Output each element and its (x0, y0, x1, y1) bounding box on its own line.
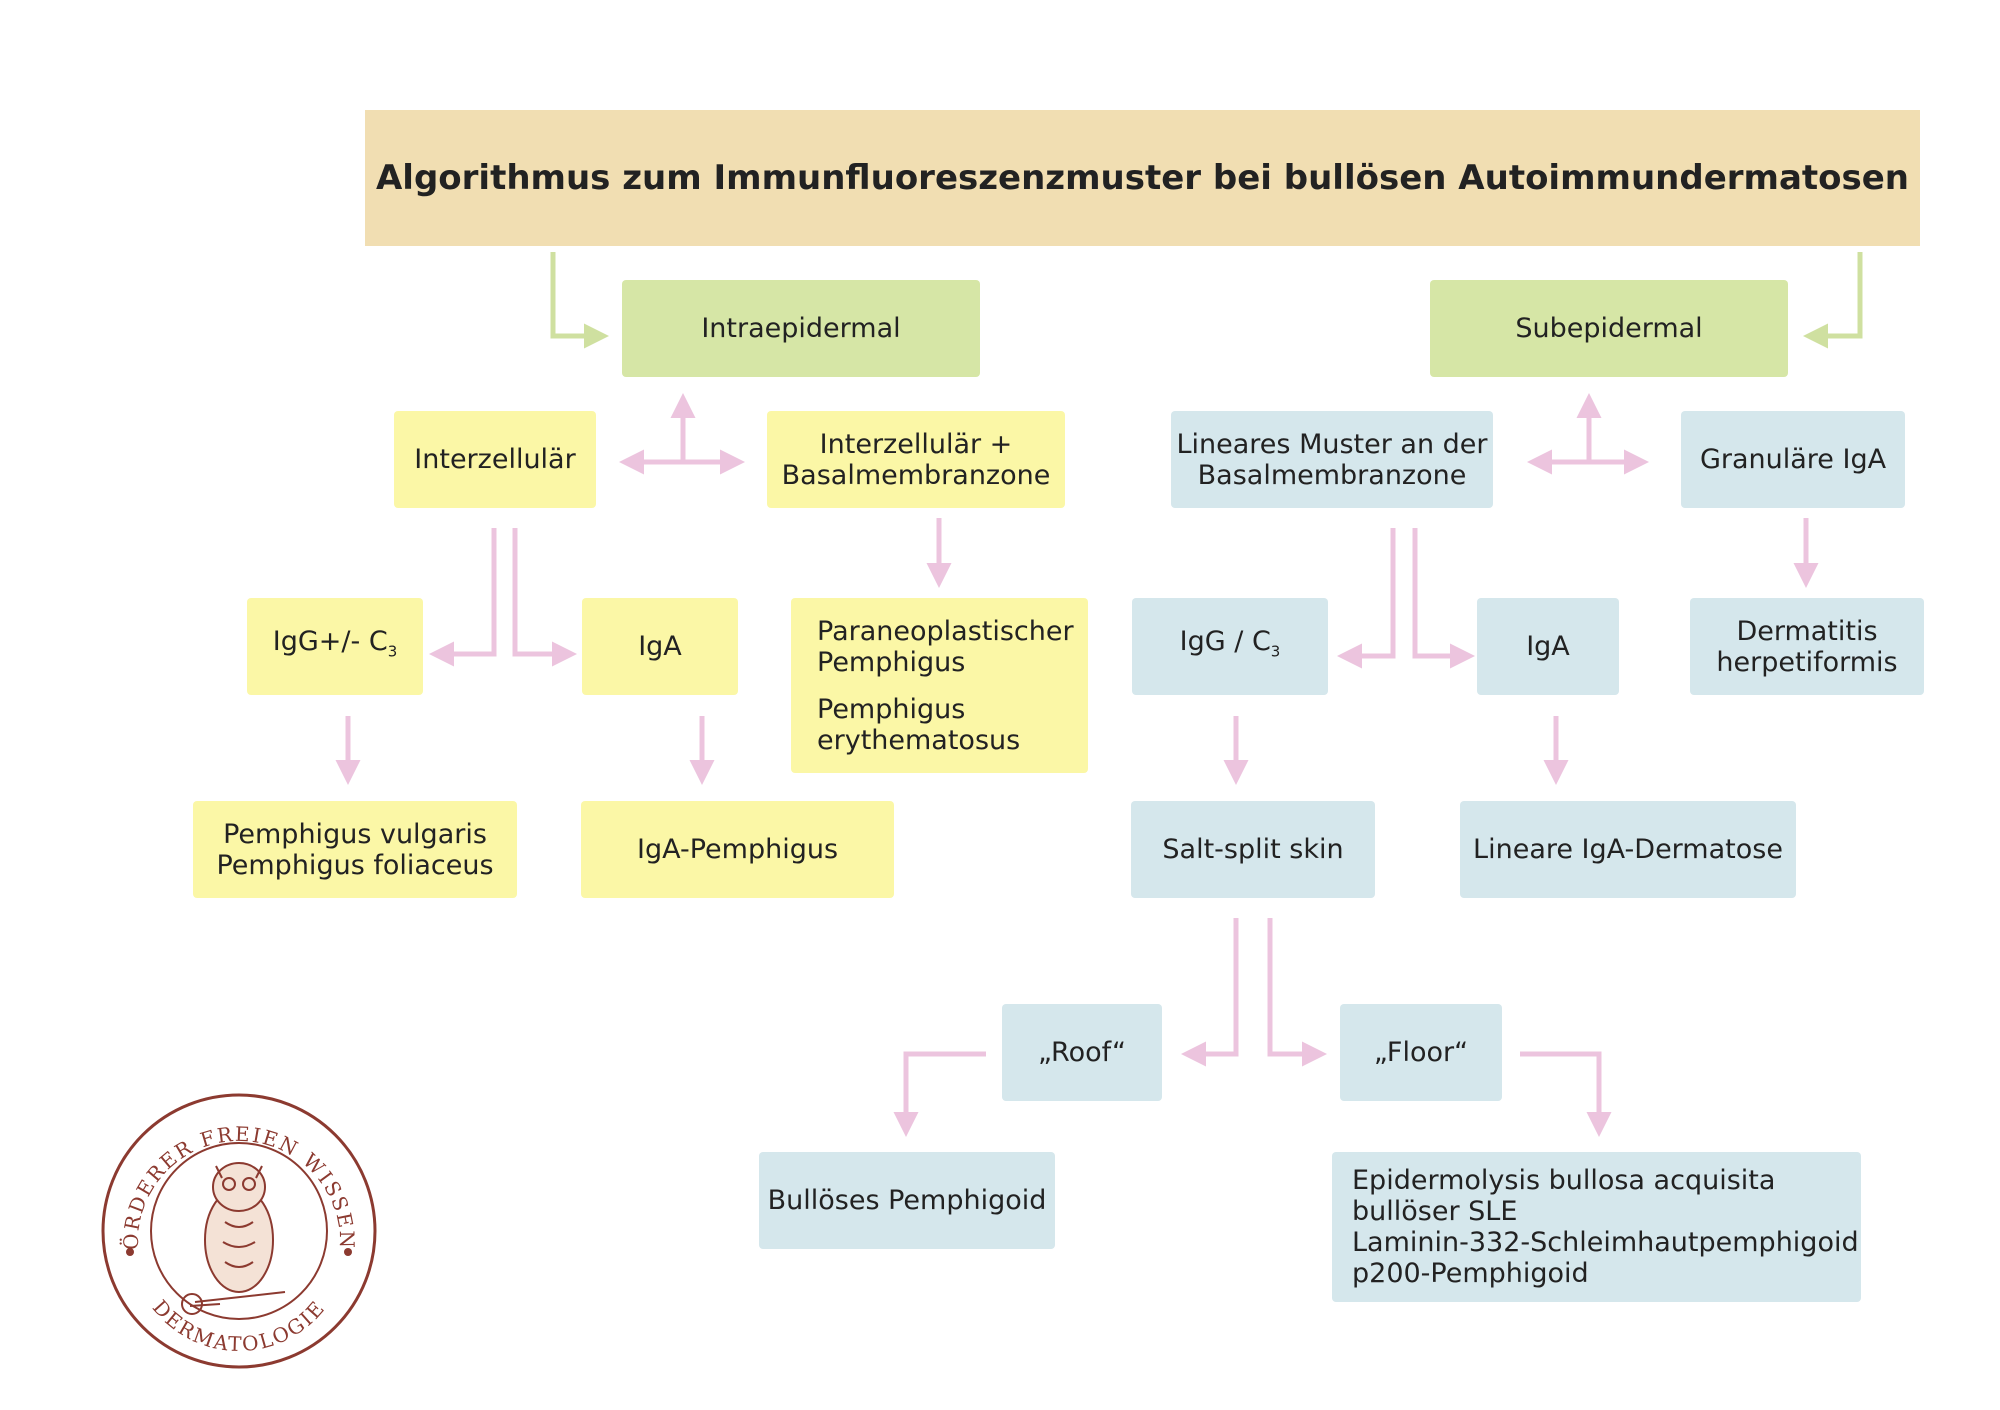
arrow-to-igg (429, 528, 497, 667)
label-dh-1: Dermatitis (1736, 615, 1878, 647)
arrow-to-iga (512, 528, 577, 667)
label-dh-2: herpetiformis (1716, 646, 1898, 678)
seal-logo: FÖRDERER FREIEN WISSENS DERMATOLOGIE (100, 1092, 377, 1369)
arrow-to-floor (1267, 918, 1327, 1067)
arrow-title-to-sub (1803, 252, 1863, 349)
label-linear-iga: Lineare IgA-Dermatose (1473, 834, 1783, 865)
node-subepidermal: Subepidermal (1430, 280, 1788, 377)
node-salt-split-skin: Salt-split skin (1131, 801, 1375, 898)
node-iga-pemphigus: IgA-Pemphigus (581, 801, 894, 898)
node-interzellular: Interzellulär (394, 411, 596, 508)
label-linear-bmz-2: Basalmembranzone (1197, 459, 1467, 491)
label-erythem-1: Pemphigus (817, 693, 966, 725)
label-floor-result: bullöser SLE (1352, 1196, 1518, 1227)
label-bp: Bullöses Pemphigoid (767, 1185, 1047, 1216)
label-interzellular-bmz-2: Basalmembranzone (781, 459, 1051, 491)
node-linear-bmz: Lineares Muster an der Basalmembranzone (1171, 411, 1493, 508)
node-intraepidermal: Intraepidermal (622, 280, 980, 377)
label-igg-c3-sub-prefix: IgG / C (1179, 625, 1271, 657)
node-floor: „Floor“ (1340, 1004, 1502, 1101)
node-pemphigus-vulgaris-foliaceus: Pemphigus vulgaris Pemphigus foliaceus (193, 801, 517, 898)
label-igg-c3-sub: IgG / C3 (1180, 626, 1281, 667)
node-dermatitis-herpetiformis: Dermatitis herpetiformis (1690, 598, 1924, 695)
label-roof: „Roof“ (1038, 1037, 1126, 1068)
label-salt-split: Salt-split skin (1162, 834, 1344, 865)
label-vulgaris: Pemphigus vulgaris (223, 818, 487, 850)
label-interzellular: Interzellulär (414, 444, 576, 475)
label-igg-c3-prefix: IgG+/- C (272, 625, 388, 657)
label-subepidermal: Subepidermal (1515, 313, 1703, 344)
arrow-title-to-intra (550, 252, 609, 349)
label-igg-c3-sub-subscript: 3 (1270, 642, 1281, 661)
label-floor: „Floor“ (1373, 1037, 1469, 1068)
label-granular-iga: Granuläre IgA (1699, 444, 1887, 475)
label-igg-c3: IgG+/- C3 (273, 626, 397, 667)
owl-icon (181, 1162, 286, 1315)
node-floor-results: Epidermolysis bullosa acquisita bullöser… (1332, 1152, 1861, 1302)
arrow-to-sub-igg (1337, 528, 1396, 669)
label-intraepidermal: Intraepidermal (701, 313, 901, 344)
node-roof: „Roof“ (1002, 1004, 1162, 1101)
label-paraneo-1: Paraneoplastischer (817, 615, 1074, 647)
label-linear-bmz-1: Lineares Muster an der (1176, 428, 1488, 460)
node-interzellular-bmz: Interzellulär + Basalmembranzone (767, 411, 1065, 508)
label-foliaceus: Pemphigus foliaceus (216, 849, 494, 881)
node-bullous-pemphigoid: Bullöses Pemphigoid (759, 1152, 1055, 1249)
diagram-title: Algorithmus zum Immunfluoreszenzmuster b… (365, 110, 1920, 246)
node-iga-sub: IgA (1477, 598, 1619, 695)
label-iga-sub: IgA (1526, 631, 1570, 662)
label-erythem-2: erythematosus (817, 724, 1021, 756)
node-linear-iga-dermatose: Lineare IgA-Dermatose (1460, 801, 1796, 898)
label-floor-result: p200-Pemphigoid (1352, 1258, 1589, 1289)
label-paraneo-2: Pemphigus (817, 646, 966, 678)
node-paraneoplastic: Paraneoplastischer Pemphigus Pemphigus e… (791, 598, 1088, 773)
arrow-floor-to-results (1520, 1051, 1612, 1137)
label-floor-result: Laminin-332-Schleimhautpemphigoid (1352, 1227, 1859, 1258)
label-interzellular-bmz-1: Interzellulär + (819, 428, 1013, 460)
label-floor-result: Epidermolysis bullosa acquisita (1352, 1165, 1776, 1196)
arrow-to-roof (1181, 918, 1239, 1067)
node-igg-c3: IgG+/- C3 (247, 598, 423, 695)
label-iga-intra: IgA (638, 631, 682, 662)
title-text: Algorithmus zum Immunfluoreszenzmuster b… (375, 157, 1910, 198)
node-igg-c3-sub: IgG / C3 (1132, 598, 1328, 695)
label-igg-c3-subscript: 3 (387, 642, 398, 661)
arrow-roof-to-bp (893, 1051, 986, 1137)
arrow-to-sub-iga (1412, 528, 1475, 669)
node-iga-intra: IgA (582, 598, 738, 695)
node-granular-iga: Granuläre IgA (1681, 411, 1905, 508)
label-iga-pemphigus: IgA-Pemphigus (636, 834, 839, 865)
